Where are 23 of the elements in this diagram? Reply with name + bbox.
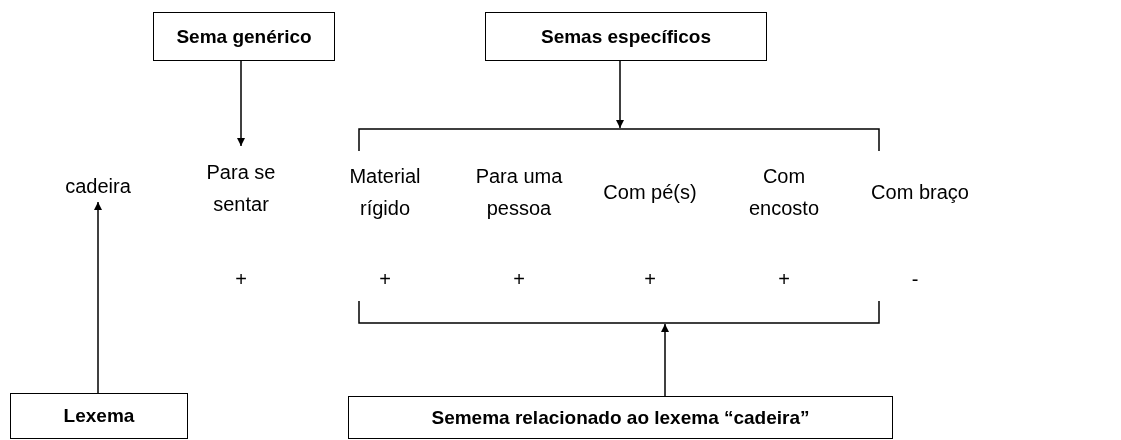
feature-sign: - xyxy=(910,268,920,291)
seme-text: Com encosto xyxy=(729,154,839,230)
label-box: Sema genérico xyxy=(153,12,335,61)
seme-text: Com braço xyxy=(870,154,970,230)
feature-sign: + xyxy=(512,268,526,291)
arrow xyxy=(616,60,624,129)
feature-sign: + xyxy=(777,268,791,291)
bracket xyxy=(358,128,880,152)
label-box: Semas específicos xyxy=(485,12,767,61)
seme-text: Material rígido xyxy=(330,154,440,230)
bracket xyxy=(358,300,880,324)
seme-text: Para se sentar xyxy=(186,146,296,230)
arrow xyxy=(237,60,245,147)
seme-text: cadeira xyxy=(48,170,148,202)
label-box: Lexema xyxy=(10,393,188,439)
feature-sign: + xyxy=(378,268,392,291)
feature-sign: + xyxy=(643,268,657,291)
feature-sign: + xyxy=(234,268,248,291)
label-box: Semema relacionado ao lexema “cadeira” xyxy=(348,396,893,439)
arrow xyxy=(94,201,102,394)
arrow xyxy=(661,323,669,397)
seme-text: Para uma pessoa xyxy=(454,154,584,230)
seme-text: Com pé(s) xyxy=(600,154,700,230)
